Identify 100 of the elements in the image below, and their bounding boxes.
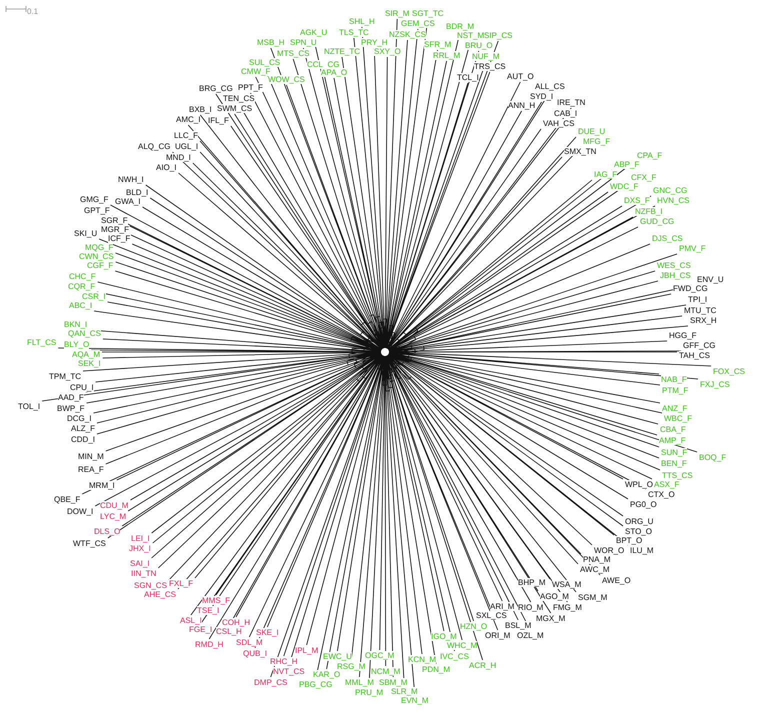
- taxon-label: BHP_M: [518, 578, 546, 587]
- taxon-label: CDD_I: [71, 435, 96, 444]
- taxon-label: IRE_TN: [557, 98, 586, 107]
- taxon-label: PRU_M: [355, 688, 384, 697]
- taxon-label: RMD_H: [195, 640, 224, 649]
- taxon-label: MTS_CS: [277, 49, 310, 58]
- taxon-label: SGN_CS: [134, 581, 167, 590]
- taxon-label: CAB_I: [554, 109, 578, 118]
- taxon-label: AMP_F: [659, 436, 686, 445]
- taxon-label: GWA_I: [115, 197, 140, 206]
- taxon-label: HZN_O: [460, 622, 488, 631]
- taxon-label: SUL_CS: [249, 58, 280, 67]
- taxon-label: ABC_I: [69, 301, 92, 310]
- taxon-label: PPT_F: [238, 83, 263, 92]
- taxon-label: SRX_H: [690, 316, 717, 325]
- taxon-label: NZSK_CS: [389, 30, 426, 39]
- taxon-label: AGK_U: [300, 28, 328, 37]
- taxon-label: TAH_CS: [679, 351, 710, 360]
- taxon-label: WSA_M: [552, 580, 582, 589]
- taxon-label: EVN_M: [401, 696, 429, 705]
- taxon-label: DJS_CS: [652, 234, 683, 243]
- taxon-label: HGG_F: [669, 331, 697, 340]
- taxon-label: MND_I: [166, 153, 191, 162]
- taxon-label: ALQ_CG: [138, 142, 170, 151]
- taxon-label: TPI_I: [688, 295, 708, 304]
- taxon-label: IFL_F: [208, 116, 229, 125]
- taxon-label: ABP_F: [614, 160, 640, 169]
- taxon-label: FGE_I: [189, 625, 212, 634]
- taxon-label: NVT_CS: [273, 667, 305, 676]
- taxon-label: APA_O: [321, 68, 348, 77]
- taxon-label: UGL_I: [175, 142, 198, 151]
- taxon-label: BRU_O: [465, 41, 493, 50]
- taxon-label: MTU_TC: [684, 306, 716, 315]
- taxon-label: NAB_F: [661, 375, 687, 384]
- taxon-label: SKE_I: [256, 628, 279, 637]
- taxon-label: IGO_M: [431, 632, 457, 641]
- taxon-label: SXL_CS: [476, 611, 507, 620]
- taxon-label: SIP_CS: [484, 31, 512, 40]
- taxon-label: MSB_H: [257, 38, 285, 47]
- taxon-label: SYD_I: [530, 92, 554, 101]
- taxon-label: KCN_M: [408, 655, 436, 664]
- taxon-label: OGC_M: [365, 651, 394, 660]
- taxon-label: MIN_M: [78, 452, 104, 461]
- taxon-label: CPU_I: [70, 383, 94, 392]
- taxon-label: IPL_M: [295, 646, 318, 655]
- taxon-label: MGR_F: [101, 225, 129, 234]
- taxon-label: MRM_I: [89, 481, 115, 490]
- taxon-label: WBC_F: [664, 414, 692, 423]
- taxon-label: DCG_I: [67, 414, 92, 423]
- taxon-label: FXL_F: [169, 579, 194, 588]
- taxon-label: SEK_I: [78, 359, 101, 368]
- taxon-label: AIO_I: [156, 163, 176, 172]
- taxon-label: BXB_I: [189, 105, 212, 114]
- taxon-label: CBA_F: [660, 425, 686, 434]
- taxon-label: VAH_CS: [543, 119, 574, 128]
- taxon-label: BLD_I: [126, 188, 148, 197]
- taxon-label: REA_F: [78, 465, 104, 474]
- taxon-label: AUT_O: [507, 72, 534, 81]
- taxon-label: SHL_H: [349, 17, 375, 26]
- taxon-label: WDC_F: [610, 182, 638, 191]
- taxon-label: MML_M: [345, 678, 374, 687]
- taxon-label: SGT_TC: [412, 9, 444, 18]
- taxon-label: WTF_CS: [73, 539, 106, 548]
- taxon-label: CWN_CS: [79, 252, 114, 261]
- taxon-label: GUD_CG: [640, 217, 674, 226]
- taxon-label: CMW_F: [241, 67, 270, 76]
- taxon-label: IIN_TN: [131, 569, 156, 578]
- taxon-label: COH_H: [222, 618, 250, 627]
- taxon-label: SUN_F: [661, 448, 688, 457]
- taxon-label: WPL_O: [625, 480, 654, 489]
- taxon-label: FXJ_CS: [700, 380, 730, 389]
- taxon-label: GEM_CS: [401, 19, 435, 28]
- taxon-label: ICF_F: [108, 234, 130, 243]
- taxon-label: SXY_O: [374, 47, 401, 56]
- taxon-label: PTM_F: [662, 386, 688, 395]
- taxon-label: AWE_O: [602, 576, 631, 585]
- taxon-label: PBG_CG: [299, 680, 332, 689]
- taxon-label: QAN_CS: [68, 329, 101, 338]
- taxon-label: RHC_H: [270, 657, 298, 666]
- taxon-label: GMG_F: [80, 195, 108, 204]
- taxon-label: PNA_M: [583, 555, 611, 564]
- taxon-label: CTX_O: [648, 490, 675, 499]
- taxon-label: ASX_F: [654, 480, 680, 489]
- taxon-label: DMP_CS: [254, 678, 288, 687]
- taxon-label: TEN_CS: [223, 94, 255, 103]
- taxon-label: SIR_M: [385, 9, 410, 18]
- taxon-label: ALZ_F: [71, 424, 96, 433]
- taxon-label: NCM_M: [371, 667, 400, 676]
- taxon-label: CSL_H: [216, 627, 242, 636]
- taxon-label: LLC_F: [174, 131, 198, 140]
- taxon-label: BWP_F: [57, 404, 85, 413]
- taxon-label: LEI_I: [131, 534, 150, 543]
- taxon-label: ORG_U: [625, 517, 654, 526]
- taxon-label: GNC_CG: [653, 186, 688, 195]
- taxon-label: SMX_TN: [564, 147, 596, 156]
- taxon-label: GPT_F: [84, 206, 110, 215]
- taxon-label: SAI_I: [130, 559, 150, 568]
- taxon-label: ASL_I: [180, 616, 202, 625]
- taxon-label: ACR_H: [469, 661, 496, 670]
- taxon-label: BOQ_F: [699, 453, 726, 462]
